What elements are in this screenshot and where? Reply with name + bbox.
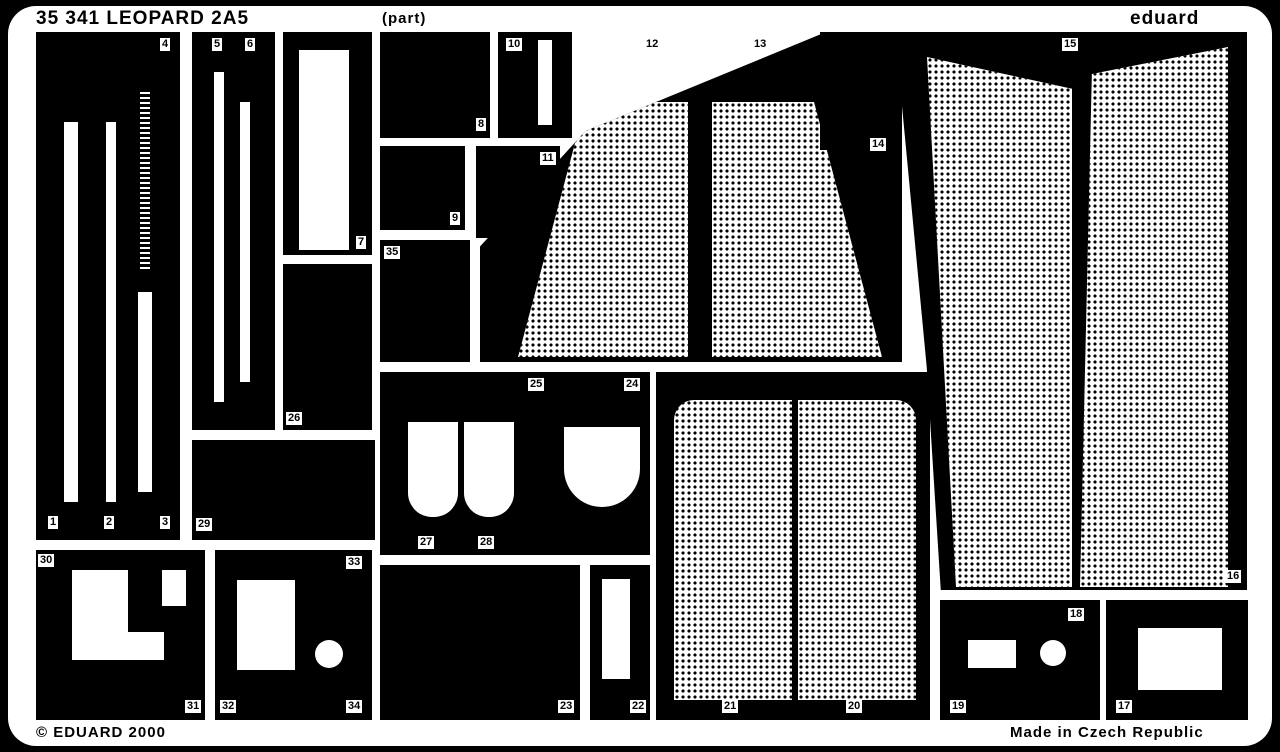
part-number: 18: [1068, 608, 1085, 621]
part-number: 4: [160, 38, 171, 51]
part-number: 32: [220, 700, 237, 713]
part-number: 35: [384, 246, 401, 259]
part-number: 3: [160, 516, 171, 529]
part-number: 7: [356, 236, 367, 249]
part-number: 21: [722, 700, 739, 713]
part-number: 15: [1062, 38, 1079, 51]
part-number: 17: [1116, 700, 1133, 713]
part-number: 1: [48, 516, 59, 529]
part-number: 6: [245, 38, 256, 51]
part-number: 33: [346, 556, 363, 569]
fret-subtitle: (part): [382, 10, 427, 27]
panel-part-7: [283, 32, 372, 255]
part-number: 16: [1225, 570, 1242, 583]
panel-parts-1-4: [36, 32, 180, 540]
panel-parts-20-21: [656, 372, 930, 720]
part-number: 8: [476, 118, 487, 131]
part-number: 29: [196, 518, 213, 531]
part-number: 34: [346, 700, 363, 713]
part-number: 30: [38, 554, 55, 567]
part-number: 26: [286, 412, 303, 425]
part-number: 14: [870, 138, 887, 151]
brand-logo: eduard: [1130, 8, 1200, 29]
part-number: 19: [950, 700, 967, 713]
part-number: 24: [624, 378, 641, 391]
panel-part-29: [192, 440, 375, 540]
part-number: 13: [752, 38, 769, 51]
part-number: 5: [212, 38, 223, 51]
part-number: 25: [528, 378, 545, 391]
panel-parts-15-16: [895, 32, 1247, 590]
part-number: 22: [630, 700, 647, 713]
panel-part-8: [380, 32, 490, 138]
panel-part-35: [380, 240, 470, 362]
copyright: © EDUARD 2000: [36, 724, 166, 741]
panel-part-17: [1106, 600, 1248, 720]
part-number: 23: [558, 700, 575, 713]
panel-parts-24-28: [380, 372, 650, 555]
panel-parts-30-31: [36, 550, 205, 720]
part-number: 28: [478, 536, 495, 549]
part-number: 11: [540, 152, 556, 165]
part-number: 2: [104, 516, 115, 529]
part-number: 12: [644, 38, 661, 51]
panel-parts-32-34: [215, 550, 372, 720]
part-number: 31: [185, 700, 202, 713]
panel-part-14: [820, 32, 890, 150]
origin-text: Made in Czech Republic: [1010, 724, 1204, 741]
fret-title: 35 341 LEOPARD 2A5: [36, 8, 250, 29]
panel-part-23: [380, 565, 580, 720]
part-number: 27: [418, 536, 435, 549]
panel-part-22: [590, 565, 650, 720]
part-number: 10: [506, 38, 523, 51]
panel-parts-5-6: [192, 32, 275, 430]
part-number: 9: [450, 212, 461, 225]
panel-part-26: [283, 264, 372, 430]
part-number: 20: [846, 700, 863, 713]
